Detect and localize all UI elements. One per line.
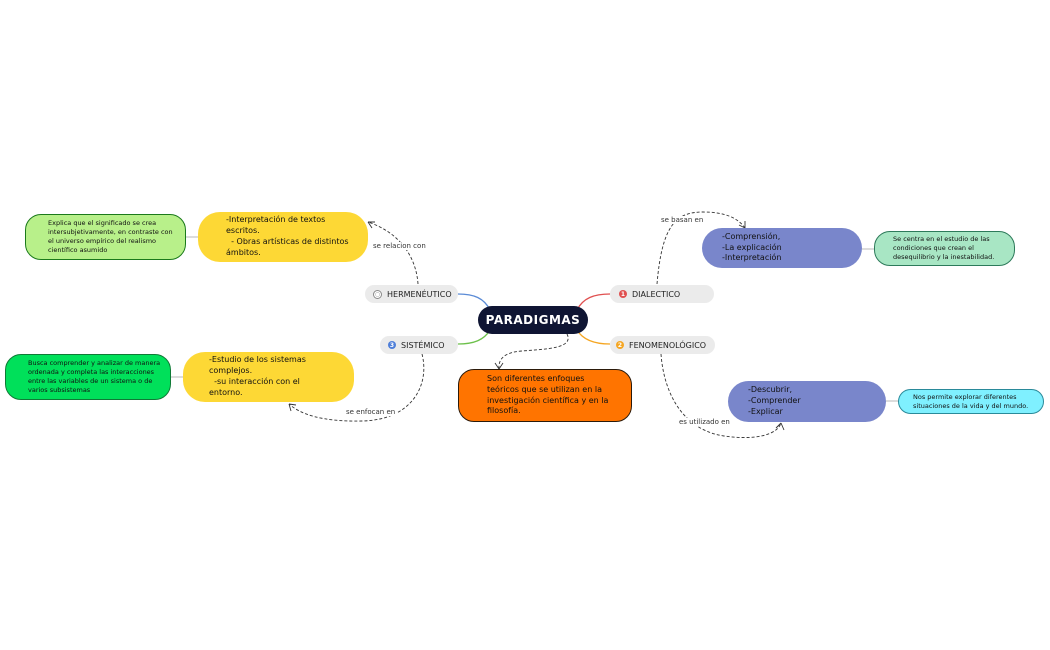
dialectico-detail-text: -Comprensión, -La explicación -Interpret… xyxy=(722,231,782,263)
branch-label-fenomenologico: FENOMENOLÓGICO xyxy=(629,340,707,350)
relation-sistemico-arrow xyxy=(288,353,425,422)
sistemico-note-node[interactable]: Busca comprender y analizar de manera or… xyxy=(5,354,171,400)
relation-label-dialectico: se basan en xyxy=(659,216,706,224)
relation-label-hermeneutico: se relacion con xyxy=(371,242,428,250)
fenomenologico-note-text: Nos permite explorar diferentes situacio… xyxy=(913,392,1029,410)
relation-hermeneutico-arrowhead xyxy=(367,221,375,229)
branch-hermeneutico[interactable]: ○ HERMENÉUTICO xyxy=(365,285,458,303)
branch-dialectico[interactable]: 1 DIALECTICO xyxy=(610,285,714,303)
hermeneutico-note-text: Explica que el significado se crea inter… xyxy=(48,219,173,254)
sistemico-note-text: Busca comprender y analizar de manera or… xyxy=(28,359,161,394)
relation-label-sistemico: se enfocan en xyxy=(344,408,398,416)
dialectico-note-text: Se centra en el estudio de las condicion… xyxy=(893,235,995,261)
relation-dialectico-arrowhead xyxy=(738,221,746,229)
priority-3-icon: 3 xyxy=(388,341,396,349)
branch-marker-icon: ○ xyxy=(373,289,382,299)
hermeneutico-detail-node[interactable]: -Interpretación de textos escritos. - Ob… xyxy=(198,212,368,262)
priority-1-icon: 1 xyxy=(619,290,627,298)
branch-sistemico[interactable]: 3 SISTÉMICO xyxy=(380,336,458,354)
fenomenologico-detail-node[interactable]: -Descubrir, -Comprender -Explicar xyxy=(728,381,886,422)
branch-label-hermeneutico: HERMENÉUTICO xyxy=(387,289,452,299)
dialectico-detail-node[interactable]: -Comprensión, -La explicación -Interpret… xyxy=(702,228,862,268)
sistemico-detail-text: -Estudio de los sistemas complejos. -su … xyxy=(209,355,306,397)
relation-fenomenologico-arrow xyxy=(660,353,782,438)
branch-fenomenologico[interactable]: 2 FENOMENOLÓGICO xyxy=(610,336,715,354)
fenomenologico-detail-text: -Descubrir, -Comprender -Explicar xyxy=(748,385,801,416)
priority-2-icon: 2 xyxy=(616,341,624,349)
relation-sistemico-arrowhead xyxy=(288,403,297,412)
definition-text: Son diferentes enfoques teóricos que se … xyxy=(487,373,609,416)
central-topic-label: PARADIGMAS xyxy=(485,313,581,327)
hermeneutico-note-node[interactable]: Explica que el significado se crea inter… xyxy=(25,214,186,260)
relation-definition-arrow xyxy=(498,333,569,370)
sistemico-detail-node[interactable]: -Estudio de los sistemas complejos. -su … xyxy=(183,352,354,402)
dialectico-note-node[interactable]: Se centra en el estudio de las condicion… xyxy=(874,231,1015,266)
relation-definition-arrowhead xyxy=(494,362,504,370)
relation-hermeneutico-arrow xyxy=(367,221,419,285)
branch-label-sistemico: SISTÉMICO xyxy=(401,340,445,350)
central-topic[interactable]: PARADIGMAS xyxy=(478,306,588,334)
relation-label-fenomenologico: es utilizado en xyxy=(677,418,732,426)
relation-dialectico-arrow xyxy=(656,211,746,285)
connector-fenomenologico xyxy=(576,329,611,345)
branch-label-dialectico: DIALECTICO xyxy=(632,289,681,299)
relation-fenomenologico-arrowhead xyxy=(775,422,785,431)
hermeneutico-detail-text: -Interpretación de textos escritos. - Ob… xyxy=(226,215,349,257)
fenomenologico-note-node[interactable]: Nos permite explorar diferentes situacio… xyxy=(898,389,1044,414)
definition-node[interactable]: Son diferentes enfoques teóricos que se … xyxy=(458,369,632,422)
